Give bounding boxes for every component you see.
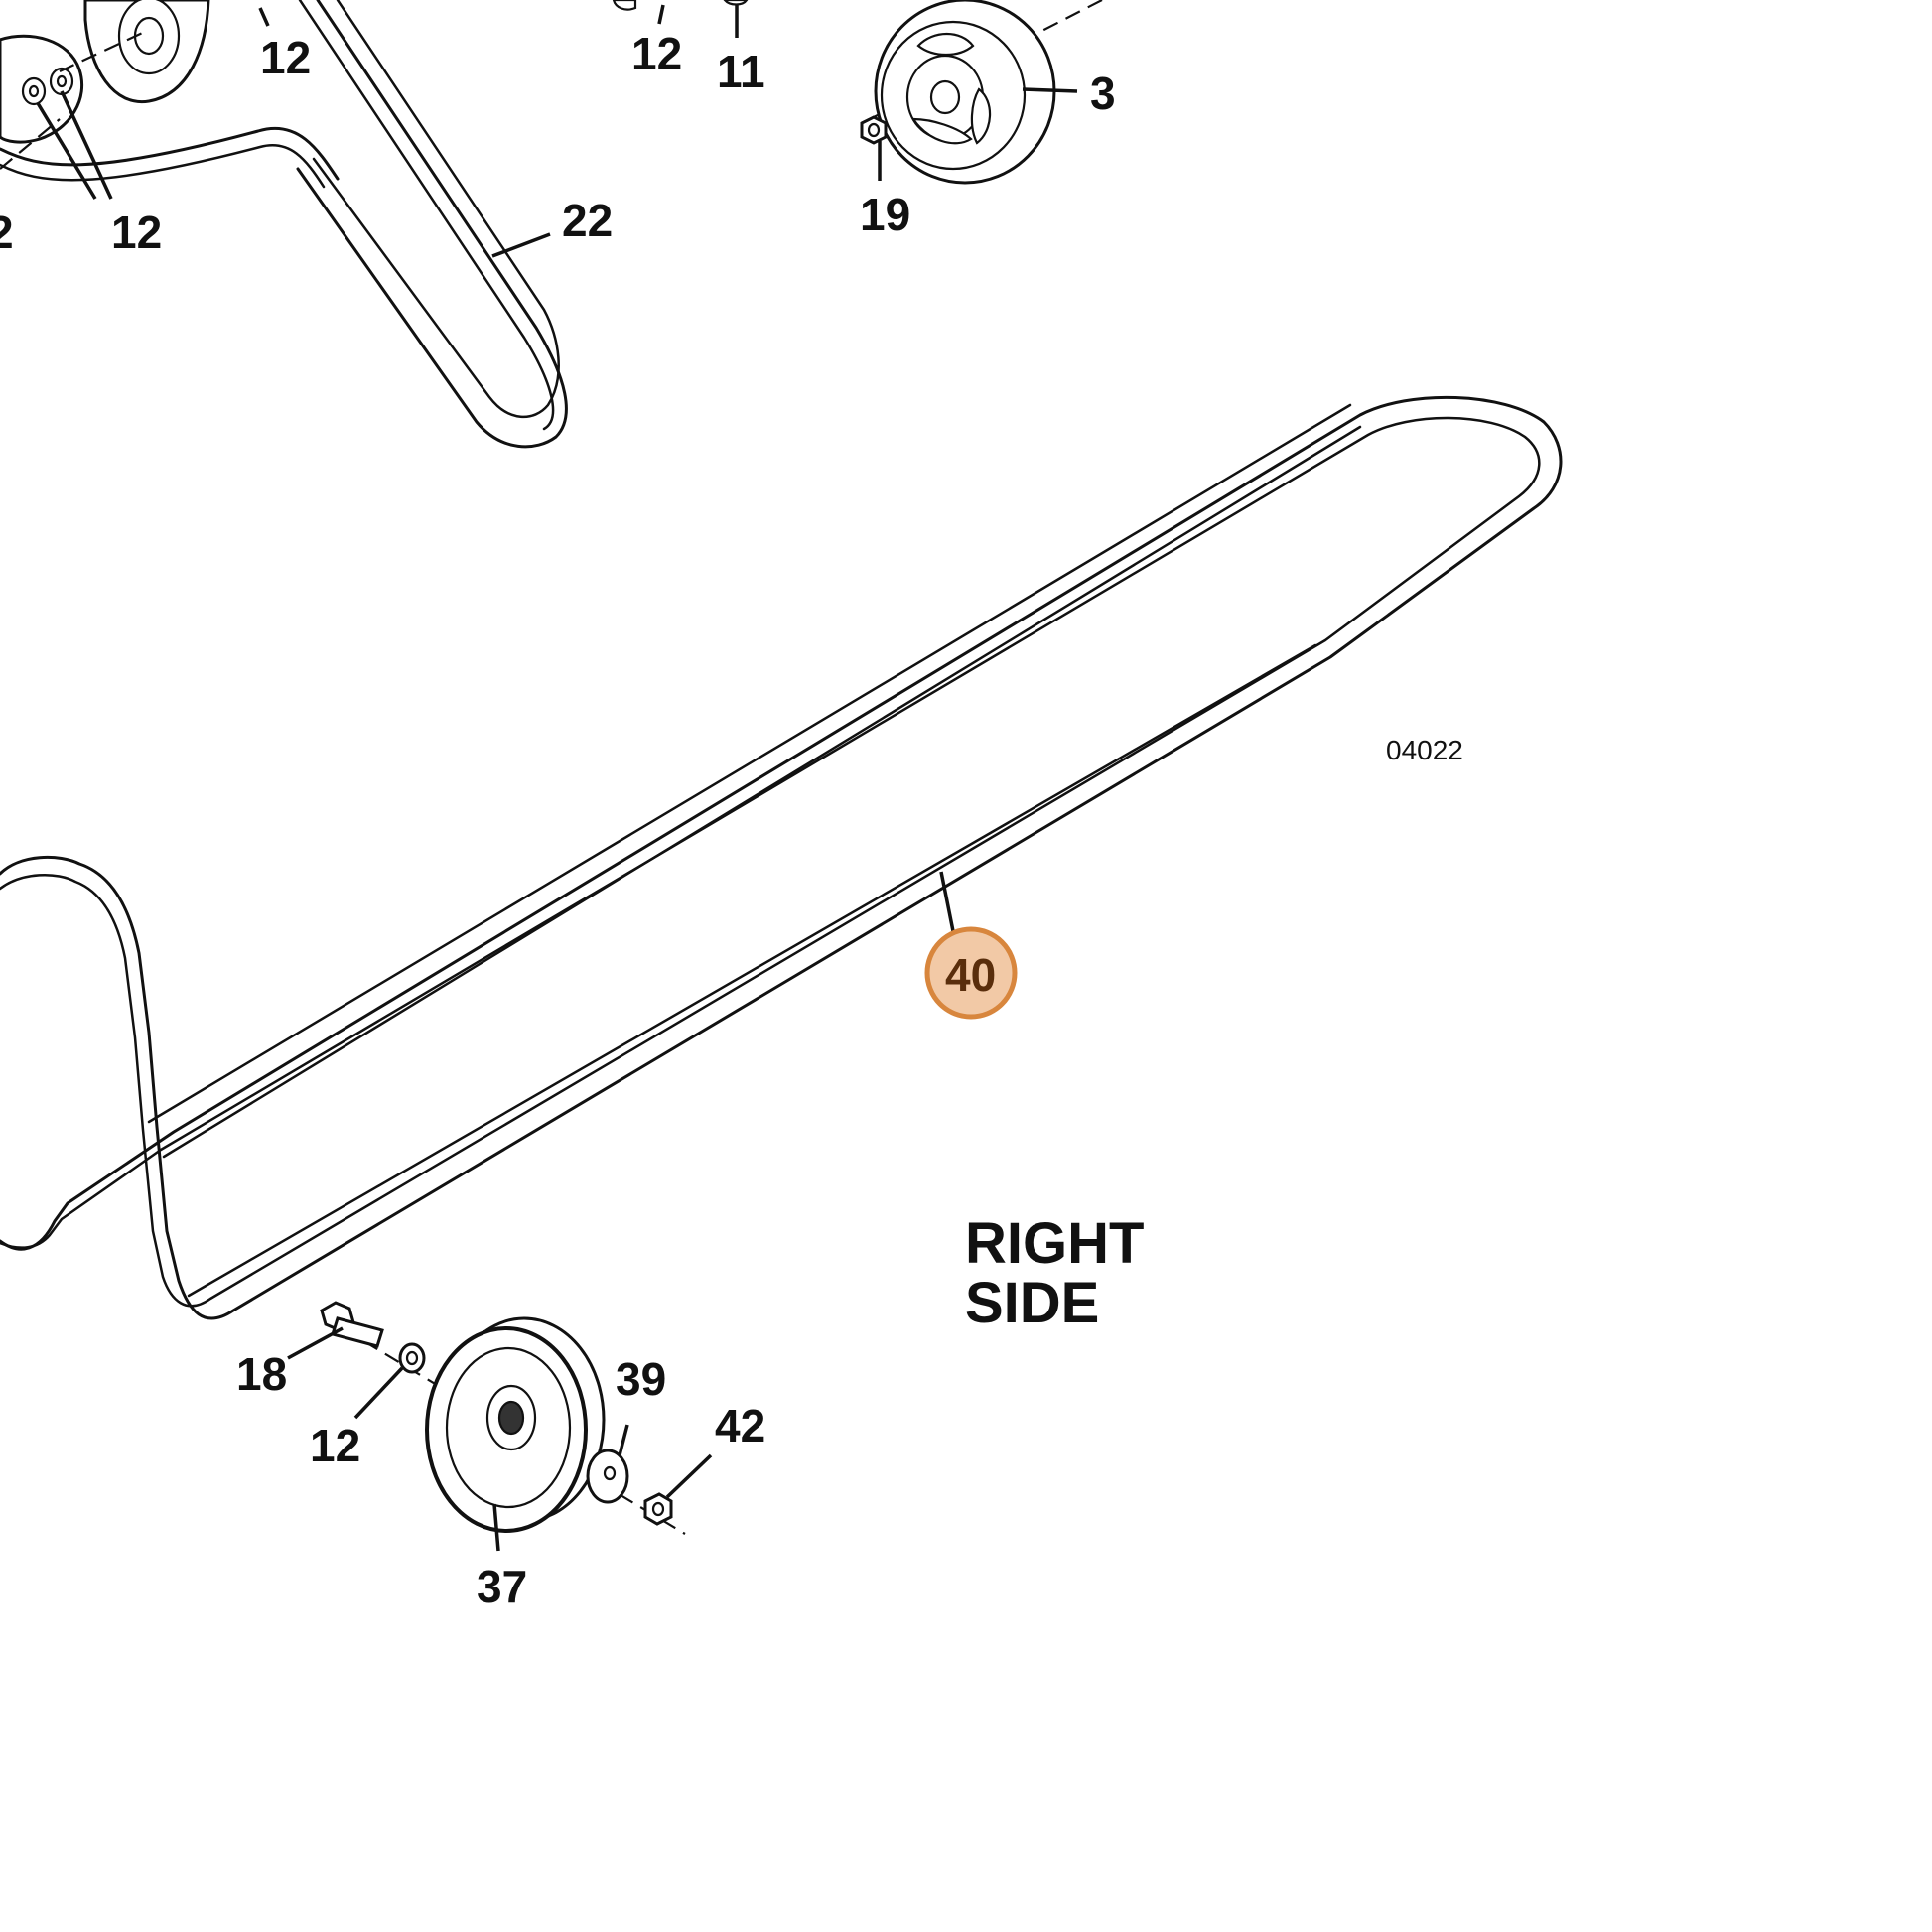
washer-hole bbox=[56, 74, 68, 88]
callout-39: 39 bbox=[616, 1353, 666, 1405]
leader-12b bbox=[657, 4, 665, 25]
leader-12c-1 bbox=[36, 102, 97, 200]
figure-number: 04022 bbox=[1386, 735, 1463, 765]
callout-12: 12 bbox=[260, 32, 311, 83]
callout-12: 12 bbox=[631, 28, 682, 79]
idler-pulley-37-assembly bbox=[320, 1301, 686, 1535]
callout-11: 11 bbox=[717, 46, 765, 97]
belt-22-edge bbox=[298, 0, 555, 431]
pulley-3-spoke-hole bbox=[916, 33, 975, 57]
belt-40 bbox=[0, 395, 1563, 1320]
leader-22 bbox=[491, 232, 551, 258]
leader-3 bbox=[1022, 87, 1078, 93]
belt-40-outer bbox=[0, 395, 1563, 1320]
belt-40-bottom-run-edge bbox=[187, 643, 1317, 1298]
pulley-37-bearing bbox=[497, 1400, 525, 1436]
callout-40-highlight bbox=[924, 926, 1018, 1020]
belt-22 bbox=[296, 0, 568, 449]
callout-37: 37 bbox=[477, 1561, 527, 1612]
washer-12-hole bbox=[405, 1350, 419, 1366]
nut-19-hole bbox=[867, 122, 881, 138]
belt-22-outer bbox=[296, 0, 568, 449]
leader-12a bbox=[258, 7, 270, 27]
leader-42 bbox=[665, 1453, 713, 1499]
center-line bbox=[59, 29, 150, 72]
nut-12-top bbox=[612, 0, 637, 11]
belt-40-top-run-edge bbox=[147, 403, 1362, 1159]
callout-19: 19 bbox=[860, 189, 910, 240]
leader-lines bbox=[36, 4, 1078, 1552]
belt-segment-upper-left-inner bbox=[0, 144, 326, 189]
callout-labels: 12 12 11 3 2 12 22 19 40 18 39 12 42 37 bbox=[0, 28, 1116, 1612]
callout-22: 22 bbox=[562, 195, 613, 246]
washer-11-top bbox=[723, 0, 749, 6]
pulley-3-bore bbox=[929, 79, 961, 115]
washer-39-hole bbox=[603, 1465, 617, 1481]
callout-12: 12 bbox=[111, 207, 162, 258]
callout-40: 40 bbox=[945, 949, 996, 1001]
leader-37 bbox=[492, 1503, 500, 1552]
top-center-parts bbox=[612, 0, 749, 11]
callout-3: 3 bbox=[1090, 68, 1116, 119]
side-label-line-2: SIDE bbox=[965, 1271, 1099, 1335]
pulley-3-spoke-hole bbox=[970, 87, 992, 145]
callout-18: 18 bbox=[236, 1348, 287, 1400]
belt-segment-upper-left bbox=[0, 126, 340, 181]
callout-42: 42 bbox=[715, 1400, 765, 1451]
leader-12d bbox=[353, 1366, 404, 1420]
upper-pulley-bore bbox=[133, 16, 165, 56]
washer-hole bbox=[28, 84, 40, 98]
pulley-3-assembly bbox=[860, 0, 1103, 185]
side-label-line-1: RIGHT bbox=[965, 1211, 1144, 1276]
pulley-3-spoke-hole bbox=[910, 117, 973, 145]
leader-18 bbox=[287, 1326, 344, 1360]
top-left-pulley-assembly bbox=[0, 0, 340, 189]
nut-42-hole bbox=[651, 1501, 665, 1517]
belt-22-inner bbox=[312, 0, 560, 419]
bolt-18-shank bbox=[331, 1316, 384, 1348]
leader-39 bbox=[618, 1424, 629, 1456]
leader-40 bbox=[939, 871, 957, 942]
callout-12: 12 bbox=[310, 1420, 360, 1471]
callout-2: 2 bbox=[0, 207, 14, 258]
leader-12c-2 bbox=[60, 90, 113, 200]
belt-40-inner bbox=[0, 416, 1541, 1308]
center-line bbox=[0, 118, 61, 170]
